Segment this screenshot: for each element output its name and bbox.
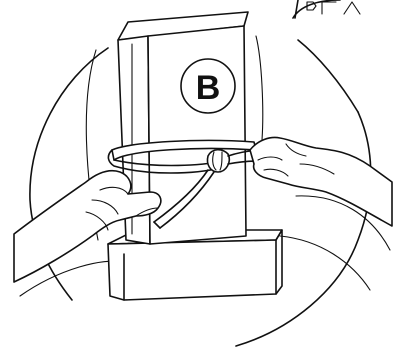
callout-letter: B [196, 69, 221, 107]
adjacent-callout-fragment [293, 0, 360, 18]
right-hand [250, 138, 392, 227]
strap-knot [207, 150, 229, 172]
callout-badge: B [181, 59, 235, 113]
